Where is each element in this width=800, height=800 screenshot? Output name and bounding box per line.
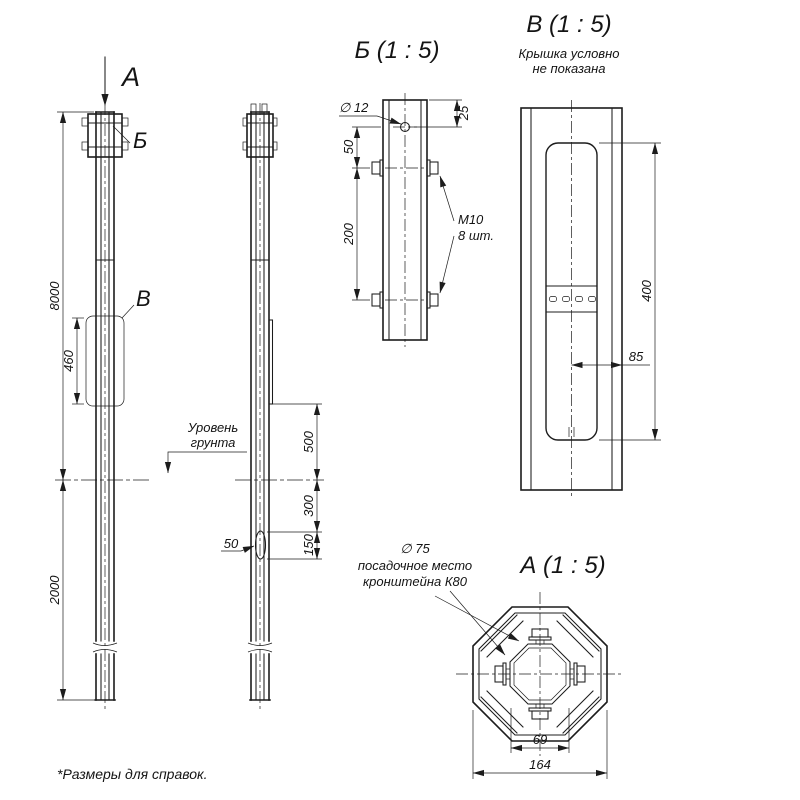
pole-section: [520, 100, 623, 498]
dimension-50b: 50: [341, 126, 381, 169]
dim-50-text: 50: [224, 536, 239, 551]
dimension-85: 85: [571, 349, 650, 369]
bolts-row-1: [371, 159, 439, 177]
bolts-row-2: [371, 291, 439, 309]
dim-25-text: 25: [456, 105, 471, 121]
pole-outline-side: [247, 103, 273, 710]
view-a-label: А: [120, 62, 140, 92]
dim-460-text: 460: [61, 349, 76, 371]
dimension-400: 400: [599, 142, 661, 441]
dim-150-text: 150: [301, 533, 316, 555]
dimension-164: 164: [472, 710, 608, 779]
ground-note-line2: грунта: [191, 435, 236, 450]
d75-note-line1: ∅ 75: [400, 541, 430, 556]
handhole-opening: [545, 142, 598, 441]
ground-note-line1: Уровень: [187, 420, 239, 435]
front-view: А Б В 8000 2000 460: [47, 56, 151, 710]
seat-bolts: [494, 628, 586, 720]
dimension-200: 200: [341, 167, 370, 301]
dim-200-text: 200: [341, 222, 356, 245]
top-bracket-side: [242, 103, 278, 158]
dimension-460: 460: [61, 317, 84, 405]
top-bracket-front: [81, 113, 129, 158]
cable-slot: [254, 530, 267, 560]
view-arrow-a: А: [101, 56, 140, 106]
detail-a-view: А (1 : 5): [358, 541, 624, 779]
detail-v-view: В (1 : 5) Крышка условно не показана 400: [519, 11, 661, 498]
pole-outline: [92, 103, 118, 710]
side-view: Уровень грунта 500 300 150 50: [164, 103, 324, 710]
dimension-8000: 8000: [47, 111, 94, 481]
m10-qty: 8 шт.: [458, 228, 494, 243]
dimension-25: 25: [410, 99, 471, 128]
octagon-section: [456, 592, 624, 756]
dimension-69: 69: [510, 708, 570, 753]
dimension-150: 150: [267, 531, 322, 560]
dim-2000-text: 2000: [47, 575, 62, 606]
detail-a-title: А (1 : 5): [518, 552, 605, 579]
dimension-500: 500: [273, 403, 322, 481]
detail-b-title: Б (1 : 5): [355, 37, 440, 64]
detail-v-ref-label: В: [136, 286, 151, 311]
dim-300-text: 300: [301, 494, 316, 516]
dimension-50: 50: [221, 536, 255, 553]
d75-note-line3: кронштейна К80: [363, 574, 468, 589]
detail-b-ref-label: Б: [133, 128, 147, 153]
d75-note-line2: посадочное место: [358, 558, 472, 573]
bolt-callout-m10: М10 8 шт.: [439, 175, 494, 294]
dim-50b-text: 50: [341, 139, 356, 154]
ground-level-note: Уровень грунта: [164, 420, 247, 474]
dimension-300: 300: [267, 479, 322, 533]
dim-69-text: 69: [533, 732, 547, 747]
dimension-2000: 2000: [47, 479, 94, 701]
dim-d12-text: ∅ 12: [339, 100, 369, 115]
detail-v-title: В (1 : 5): [526, 11, 611, 38]
channel-body: [382, 93, 428, 347]
dim-500-text: 500: [301, 430, 316, 452]
dim-8000-text: 8000: [47, 281, 62, 311]
cover-note-line2: не показана: [533, 61, 606, 76]
dim-85-text: 85: [629, 349, 644, 364]
handhole-cover-profile: [268, 319, 274, 405]
dimension-hole-d12: ∅ 12: [339, 100, 402, 125]
dim-164-text: 164: [529, 757, 551, 772]
m10-label: М10: [458, 212, 484, 227]
dim-400-text: 400: [639, 279, 654, 301]
detail-b-callout: Б: [112, 125, 147, 153]
reference-footnote: *Размеры для справок.: [57, 766, 208, 782]
seat-callout-d75: ∅ 75 посадочное место кронштейна К80: [358, 541, 520, 656]
detail-v-callout: В: [85, 286, 151, 407]
cover-note-line1: Крышка условно: [519, 46, 620, 61]
detail-b-view: Б (1 : 5) ∅ 12: [339, 37, 494, 347]
